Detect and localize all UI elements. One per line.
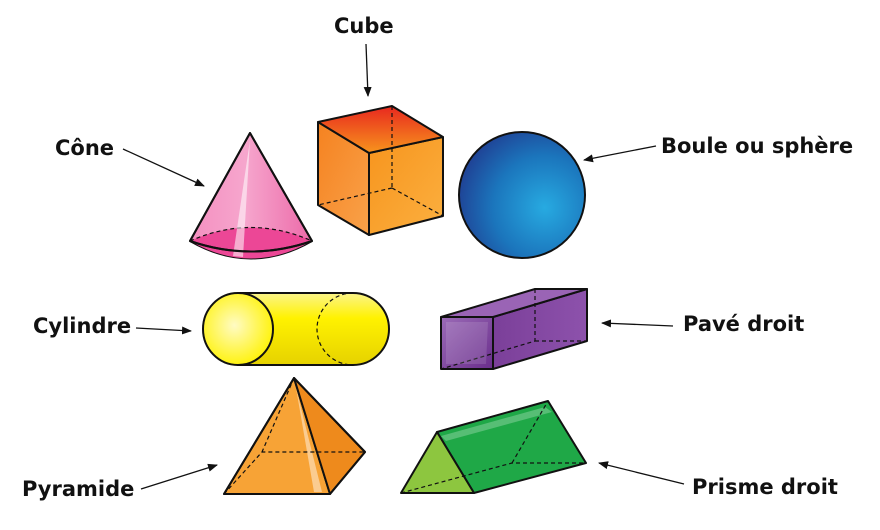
cone-arrow: [122, 148, 205, 187]
pyramid-arrow: [140, 463, 218, 490]
sphere-arrow: [583, 145, 657, 163]
cube-label: Cube: [334, 14, 394, 38]
prism-label: Prisme droit: [692, 475, 838, 499]
cuboid-shape: [440, 288, 588, 370]
cylinder-shape: [202, 292, 390, 366]
pyramid-label: Pyramide: [22, 477, 135, 501]
prism-shape: [400, 400, 587, 494]
cone-shape: [189, 132, 313, 260]
sphere-shape: [458, 131, 586, 259]
cone-label: Cône: [55, 136, 115, 160]
cylinder-arrow: [135, 326, 192, 335]
prism-arrow: [598, 461, 685, 485]
sphere-label: Boule ou sphère: [661, 134, 854, 158]
cuboid-label: Pavé droit: [683, 312, 805, 336]
cylinder-label: Cylindre: [33, 314, 132, 338]
cube-arrow: [363, 43, 372, 97]
pyramid-shape: [223, 377, 366, 495]
cuboid-arrow: [601, 319, 674, 328]
cube-shape: [317, 105, 444, 236]
